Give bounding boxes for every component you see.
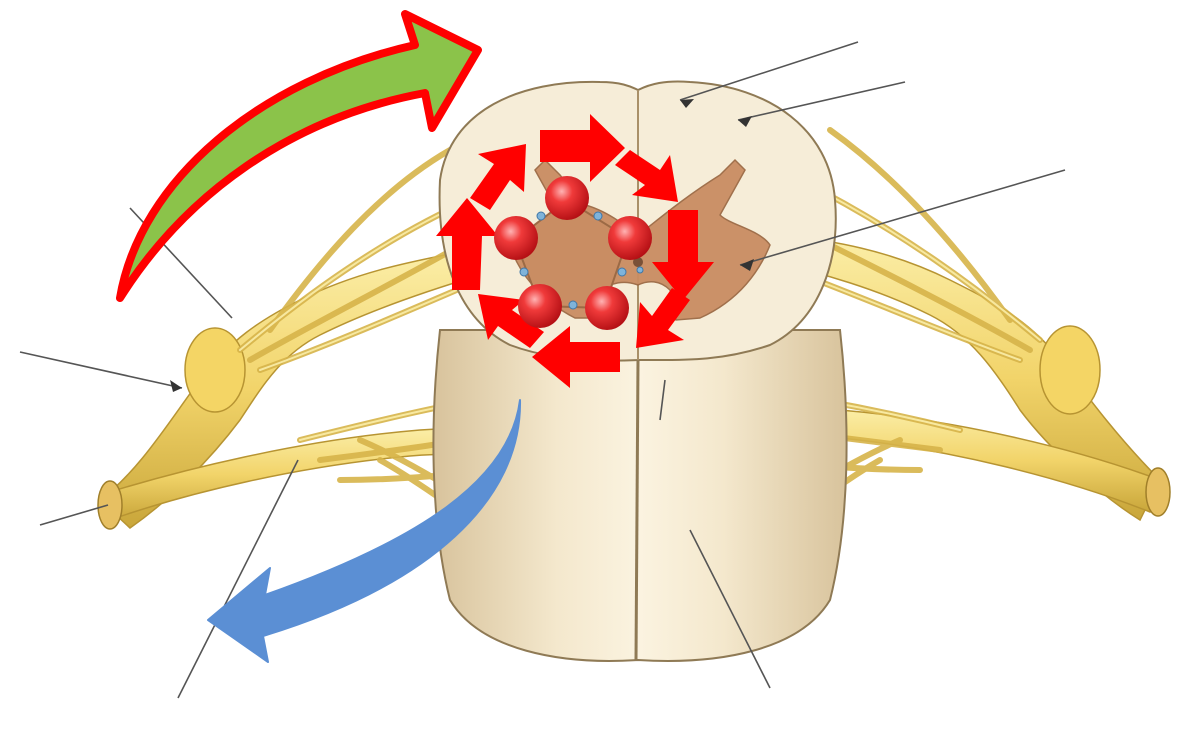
red-node	[608, 216, 652, 260]
ventral-median-fissure	[636, 360, 638, 660]
connector-dot	[569, 301, 577, 309]
connector-dot	[618, 268, 626, 276]
left-nerve-cut-end	[98, 481, 122, 529]
spinal-cord-lower-column	[433, 330, 846, 661]
right-nerve-cut-end	[1146, 468, 1170, 516]
connector-dot	[594, 212, 602, 220]
leader-line	[178, 460, 298, 698]
connector-dot	[637, 267, 643, 273]
connector-dot	[537, 212, 545, 220]
leader-line	[40, 505, 108, 525]
red-node	[518, 284, 562, 328]
red-node	[545, 176, 589, 220]
connector-dot	[520, 268, 528, 276]
leader-line	[20, 352, 182, 388]
right-dorsal-root-ganglion	[1040, 326, 1100, 414]
red-node	[585, 286, 629, 330]
red-node	[494, 216, 538, 260]
left-dorsal-root-ganglion	[185, 328, 245, 412]
leader-line	[680, 42, 858, 100]
